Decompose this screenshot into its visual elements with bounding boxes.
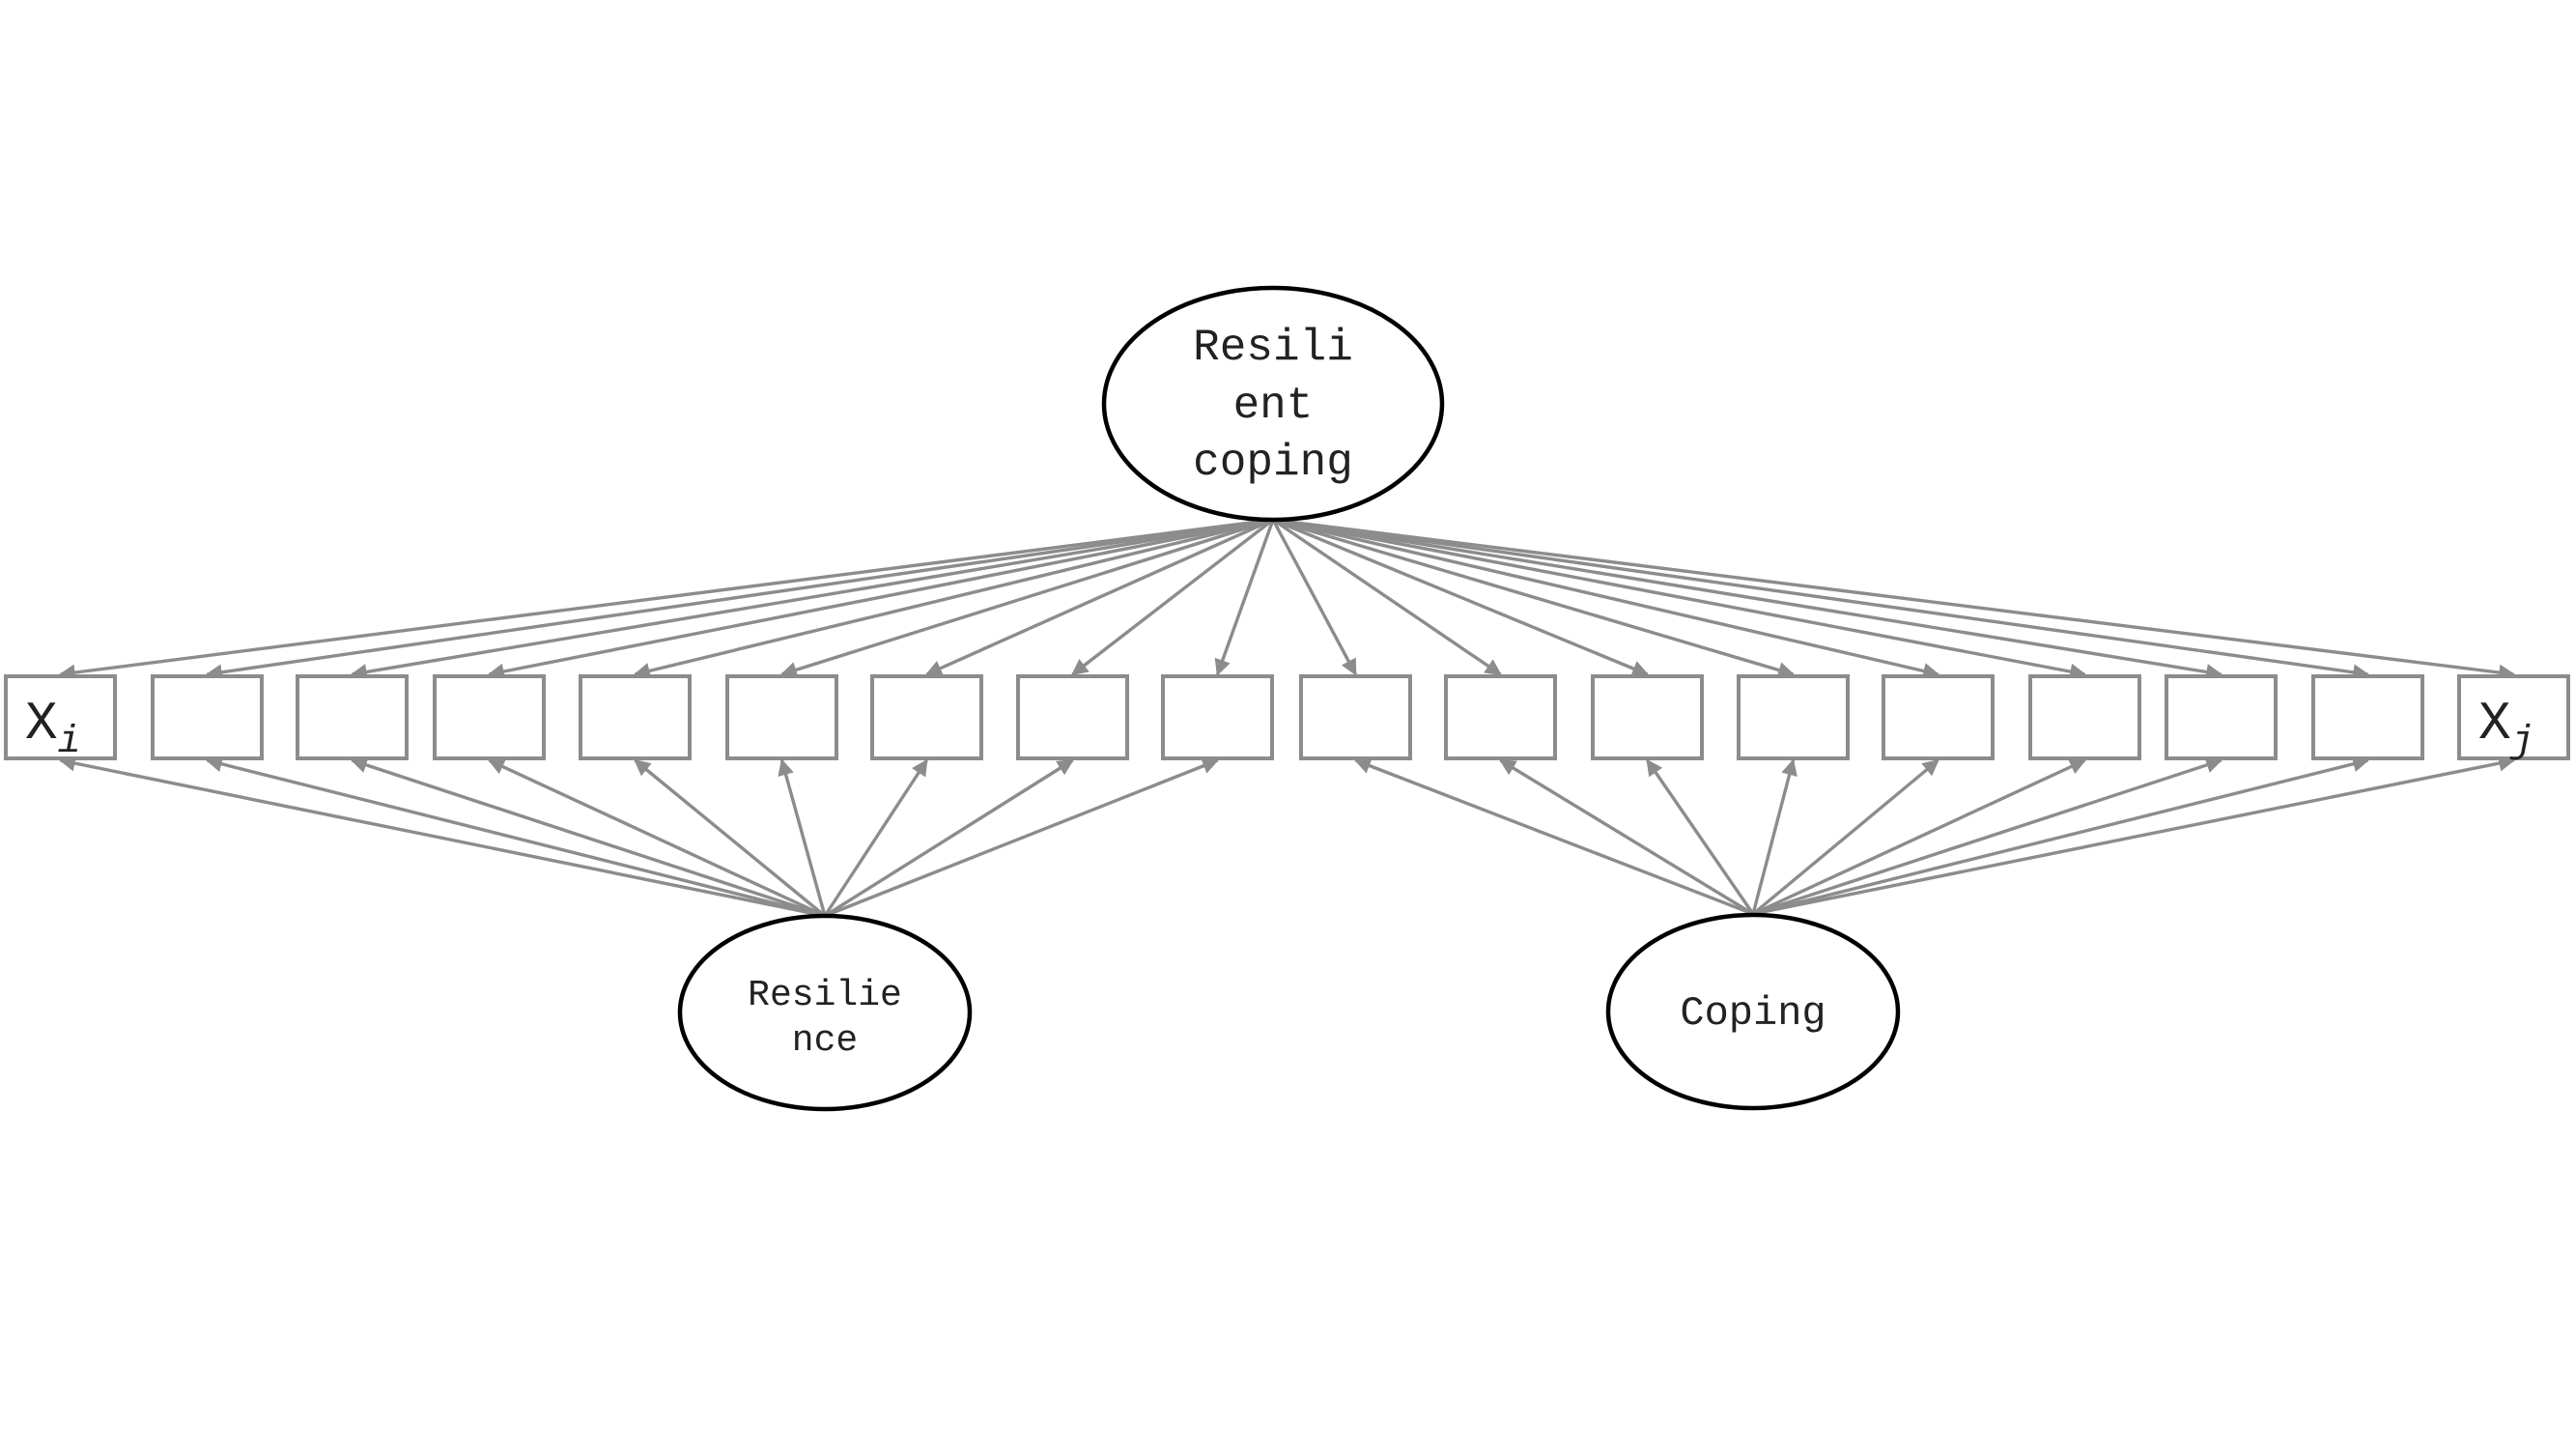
loading-arrow-general-15 <box>1272 518 2087 680</box>
latent-coping-ellipse <box>1605 912 1901 1111</box>
loading-arrow-resilience-9 <box>824 757 1220 918</box>
latent-resilience: Resilie nce <box>677 913 973 1112</box>
loading-arrow-general-4 <box>487 518 1274 680</box>
indicator-box-11 <box>1444 674 1557 760</box>
latent-coping: Coping <box>1605 912 1901 1111</box>
loading-arrow-general-6 <box>779 518 1274 678</box>
latent-general: Resili ent coping <box>1101 285 1445 523</box>
loading-arrow-general-18 <box>1272 518 2516 681</box>
loading-arrow-resilience-3 <box>350 756 826 918</box>
indicator-box-9 <box>1161 674 1274 760</box>
loading-arrow-coping-12 <box>1646 758 1755 915</box>
loading-arrow-general-10 <box>1271 519 1357 676</box>
loading-arrow-coping-13 <box>1751 758 1798 915</box>
indicator-label-subscript: j <box>2509 721 2534 764</box>
loading-arrows <box>58 518 2516 918</box>
indicator-label-main: X <box>25 693 58 755</box>
loading-arrow-coping-10 <box>1353 757 1754 916</box>
indicator-box-3 <box>296 674 409 760</box>
indicator-box-17 <box>2311 674 2424 760</box>
indicator-box-15 <box>2028 674 2141 760</box>
latent-general-label-line3: coping <box>1193 438 1353 488</box>
indicator-box-16 <box>2165 674 2278 760</box>
loading-arrow-coping-17 <box>1752 756 2370 916</box>
latent-general-label-line2: ent <box>1233 381 1314 431</box>
loading-arrow-general-11 <box>1272 518 1502 676</box>
indicator-box-12 <box>1591 674 1704 760</box>
loading-arrow-coping-16 <box>1752 756 2223 916</box>
latent-resilience-ellipse <box>677 913 973 1112</box>
loading-arrow-general-5 <box>633 518 1274 679</box>
loading-arrow-coping-14 <box>1751 758 1939 916</box>
indicator-box-18 <box>2457 674 2570 760</box>
loading-arrow-general-16 <box>1272 518 2223 680</box>
latent-coping-label: Coping <box>1680 990 1826 1037</box>
indicator-box-14 <box>1882 674 1995 760</box>
loading-arrow-resilience-5 <box>634 758 827 918</box>
indicator-box-5 <box>579 674 692 760</box>
indicator-box-10 <box>1299 674 1412 760</box>
loading-arrow-resilience-4 <box>487 758 826 918</box>
latent-resilience-label-line1: Resilie <box>748 975 902 1016</box>
loading-arrow-general-2 <box>205 518 1274 681</box>
loading-arrow-coping-15 <box>1752 758 2087 916</box>
indicator-label-subscript: i <box>58 721 81 764</box>
loading-arrow-general-3 <box>350 518 1274 680</box>
loading-arrow-resilience-1 <box>58 755 826 918</box>
indicator-box-13 <box>1737 674 1850 760</box>
loading-arrow-general-12 <box>1272 518 1650 677</box>
loading-arrow-general-17 <box>1272 518 2370 681</box>
indicator-label-1: Xi <box>25 693 81 764</box>
loading-arrow-general-1 <box>58 518 1274 681</box>
latent-resilience-label-line2: nce <box>792 1020 858 1062</box>
latent-general-label-line1: Resili <box>1193 323 1353 373</box>
loading-arrow-resilience-6 <box>778 758 827 917</box>
loading-arrow-general-13 <box>1272 518 1796 678</box>
loading-arrow-coping-18 <box>1752 755 2516 916</box>
indicator-box-4 <box>433 674 546 760</box>
loading-arrow-resilience-8 <box>824 758 1074 918</box>
indicator-box-8 <box>1016 674 1129 760</box>
loading-arrow-coping-11 <box>1499 758 1754 916</box>
indicator-label-18: Xj <box>2478 693 2534 764</box>
loading-arrow-general-8 <box>1071 518 1275 676</box>
loading-arrow-resilience-2 <box>205 756 826 918</box>
latent-general-ellipse <box>1101 285 1445 523</box>
indicator-box-6 <box>725 674 838 760</box>
indicator-box-2 <box>151 674 264 760</box>
loading-arrow-resilience-7 <box>823 758 928 917</box>
indicator-box-1 <box>4 674 117 760</box>
loading-arrow-general-9 <box>1214 519 1275 676</box>
indicator-label-main: X <box>2478 693 2511 755</box>
loading-arrow-general-7 <box>924 518 1274 676</box>
loading-arrow-general-14 <box>1272 518 1940 679</box>
indicator-box-7 <box>870 674 983 760</box>
